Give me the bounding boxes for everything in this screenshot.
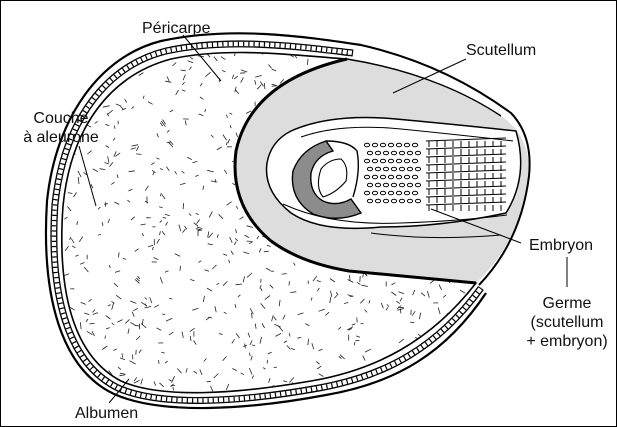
- label-germe-line1: Germe: [516, 294, 617, 313]
- label-scutellum: Scutellum: [466, 41, 536, 60]
- label-albumen: Albumen: [75, 404, 138, 423]
- label-germe-line3: + embryon): [516, 332, 617, 351]
- label-couche-line1: Couche: [9, 109, 113, 128]
- label-couche-line2: à aleurone: [9, 128, 113, 147]
- label-pericarpe: Péricarpe: [142, 19, 210, 38]
- label-germe-line2: (scutellum: [516, 313, 617, 332]
- label-embryon: Embryon: [529, 236, 593, 255]
- label-germe: Germe (scutellum + embryon): [516, 294, 617, 351]
- label-couche-aleurone: Couche à aleurone: [9, 109, 113, 147]
